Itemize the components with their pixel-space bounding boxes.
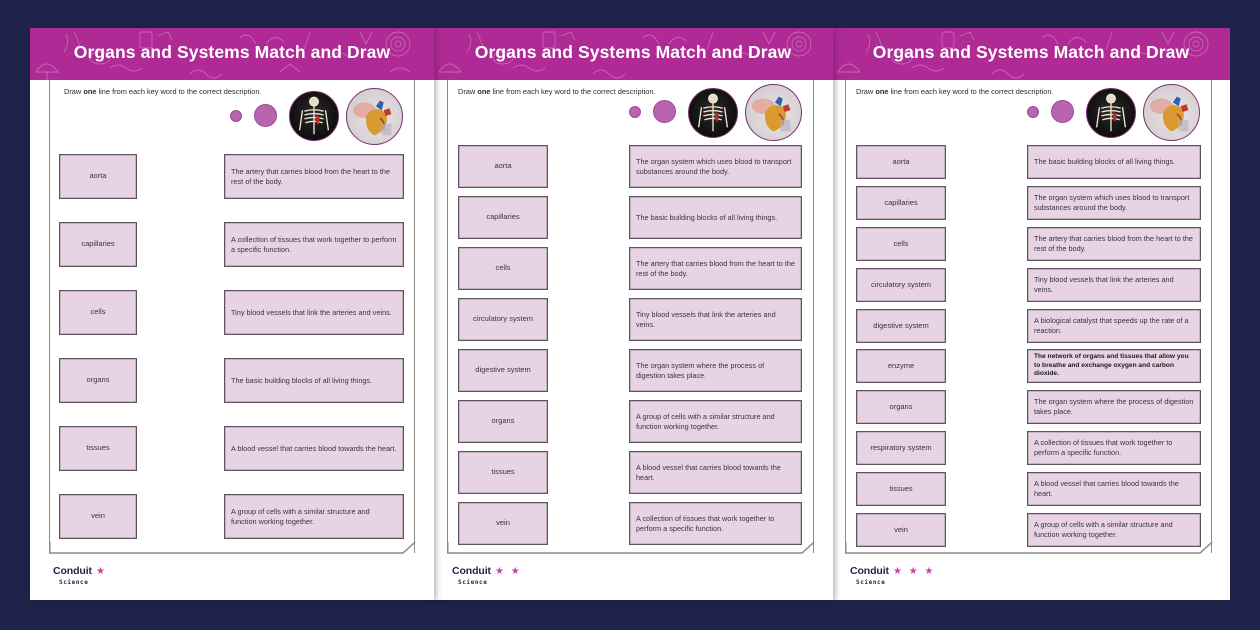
- key-word-box[interactable]: cells: [856, 227, 946, 261]
- description-box[interactable]: The network of organs and tissues that a…: [1027, 349, 1201, 383]
- title-banner: Organs and Systems Match and Draw: [433, 28, 833, 80]
- conduit-science-logo: Conduit★ Science: [53, 565, 107, 586]
- description-box[interactable]: A blood vessel that carries blood toward…: [224, 426, 404, 471]
- description-box[interactable]: The basic building blocks of all living …: [629, 196, 802, 239]
- decorative-dot-small: [629, 106, 641, 118]
- key-word-box[interactable]: aorta: [856, 145, 946, 179]
- key-word-box[interactable]: organs: [856, 390, 946, 424]
- frame-bottom-edge: [446, 542, 815, 554]
- description-box[interactable]: A collection of tissues that work togeth…: [629, 502, 802, 545]
- key-word-box[interactable]: respiratory system: [856, 431, 946, 465]
- description-box[interactable]: A collection of tissues that work togeth…: [1027, 431, 1201, 465]
- frame-bottom-edge: [48, 542, 416, 554]
- worksheet-title: Organs and Systems Match and Draw: [872, 42, 1190, 62]
- difficulty-stars-icon: ★: [95, 566, 107, 577]
- science-doodles-pattern: [837, 31, 1209, 79]
- key-word-box[interactable]: tissues: [856, 472, 946, 506]
- decorative-dot-small: [230, 110, 242, 122]
- worksheet-frame: [48, 80, 416, 554]
- key-word-box[interactable]: tissues: [59, 426, 137, 471]
- description-box[interactable]: Tiny blood vessels that link the arterie…: [1027, 268, 1201, 302]
- description-box[interactable]: Tiny blood vessels that link the arterie…: [629, 298, 802, 341]
- description-box[interactable]: The organ system where the process of di…: [1027, 390, 1201, 424]
- heart-model-photo: [1143, 84, 1200, 141]
- description-box[interactable]: The organ system where the process of di…: [629, 349, 802, 392]
- key-word-box[interactable]: tissues: [458, 451, 548, 494]
- key-word-box[interactable]: cells: [59, 290, 137, 335]
- key-word-box[interactable]: aorta: [458, 145, 548, 188]
- instruction-text: Draw one line from each key word to the …: [64, 87, 262, 96]
- difficulty-stars-icon: ★ ★: [494, 566, 522, 577]
- heart-model-photo: [745, 84, 802, 141]
- key-word-box[interactable]: digestive system: [458, 349, 548, 392]
- description-box[interactable]: The organ system which uses blood to tra…: [629, 145, 802, 188]
- skeleton-photo: [289, 91, 339, 141]
- difficulty-stars-icon: ★ ★ ★: [892, 566, 936, 577]
- conduit-science-logo: Conduit★ ★ Science: [452, 565, 522, 586]
- decorative-dot-small: [1027, 106, 1039, 118]
- science-doodles-pattern: [35, 31, 411, 80]
- worksheet-frame: [844, 80, 1213, 554]
- key-word-box[interactable]: vein: [59, 494, 137, 539]
- description-box[interactable]: The artery that carries blood from the h…: [629, 247, 802, 290]
- description-box[interactable]: A blood vessel that carries blood toward…: [629, 451, 802, 494]
- skeleton-photo: [688, 88, 738, 138]
- title-banner: Organs and Systems Match and Draw: [832, 28, 1230, 80]
- worksheet-3: Organs and Systems Match and Draw Draw o…: [832, 28, 1230, 600]
- key-word-box[interactable]: capillaries: [856, 186, 946, 220]
- worksheet-title: Organs and Systems Match and Draw: [474, 42, 792, 62]
- key-word-box[interactable]: enzyme: [856, 349, 946, 383]
- worksheet-2: Organs and Systems Match and Draw Draw o…: [433, 28, 833, 600]
- heart-model-photo: [346, 88, 403, 145]
- skeleton-photo: [1086, 88, 1136, 138]
- instruction-text: Draw one line from each key word to the …: [458, 87, 656, 96]
- decorative-dot-large: [1051, 100, 1074, 123]
- instruction-text: Draw one line from each key word to the …: [856, 87, 1054, 96]
- decorative-dot-large: [254, 104, 277, 127]
- key-word-box[interactable]: aorta: [59, 154, 137, 199]
- title-banner: Organs and Systems Match and Draw: [30, 28, 434, 80]
- description-box[interactable]: A group of cells with a similar structur…: [224, 494, 404, 539]
- science-doodles-pattern: [438, 31, 812, 79]
- key-word-box[interactable]: organs: [458, 400, 548, 443]
- description-box[interactable]: A group of cells with a similar structur…: [1027, 513, 1201, 547]
- description-box[interactable]: A group of cells with a similar structur…: [629, 400, 802, 443]
- key-word-box[interactable]: circulatory system: [856, 268, 946, 302]
- description-box[interactable]: The artery that carries blood from the h…: [1027, 227, 1201, 261]
- key-word-box[interactable]: circulatory system: [458, 298, 548, 341]
- worksheet-title: Organs and Systems Match and Draw: [73, 42, 391, 62]
- decorative-dot-large: [653, 100, 676, 123]
- description-box[interactable]: The artery that carries blood from the h…: [224, 154, 404, 199]
- description-box[interactable]: A biological catalyst that speeds up the…: [1027, 309, 1201, 343]
- key-word-box[interactable]: cells: [458, 247, 548, 290]
- conduit-science-logo: Conduit★ ★ ★ Science: [850, 565, 936, 586]
- frame-bottom-edge: [844, 542, 1213, 554]
- description-box[interactable]: A collection of tissues that work togeth…: [224, 222, 404, 267]
- key-word-box[interactable]: capillaries: [59, 222, 137, 267]
- key-word-box[interactable]: vein: [458, 502, 548, 545]
- description-box[interactable]: Tiny blood vessels that link the arterie…: [224, 290, 404, 335]
- key-word-box[interactable]: organs: [59, 358, 137, 403]
- key-word-box[interactable]: vein: [856, 513, 946, 547]
- description-box[interactable]: The organ system which uses blood to tra…: [1027, 186, 1201, 220]
- key-word-box[interactable]: digestive system: [856, 309, 946, 343]
- worksheet-frame: [446, 80, 815, 554]
- description-box[interactable]: The basic building blocks of all living …: [1027, 145, 1201, 179]
- key-word-box[interactable]: capillaries: [458, 196, 548, 239]
- worksheet-1: Organs and Systems Match and Draw Draw o…: [30, 28, 434, 600]
- description-box[interactable]: A blood vessel that carries blood toward…: [1027, 472, 1201, 506]
- description-box[interactable]: The basic building blocks of all living …: [224, 358, 404, 403]
